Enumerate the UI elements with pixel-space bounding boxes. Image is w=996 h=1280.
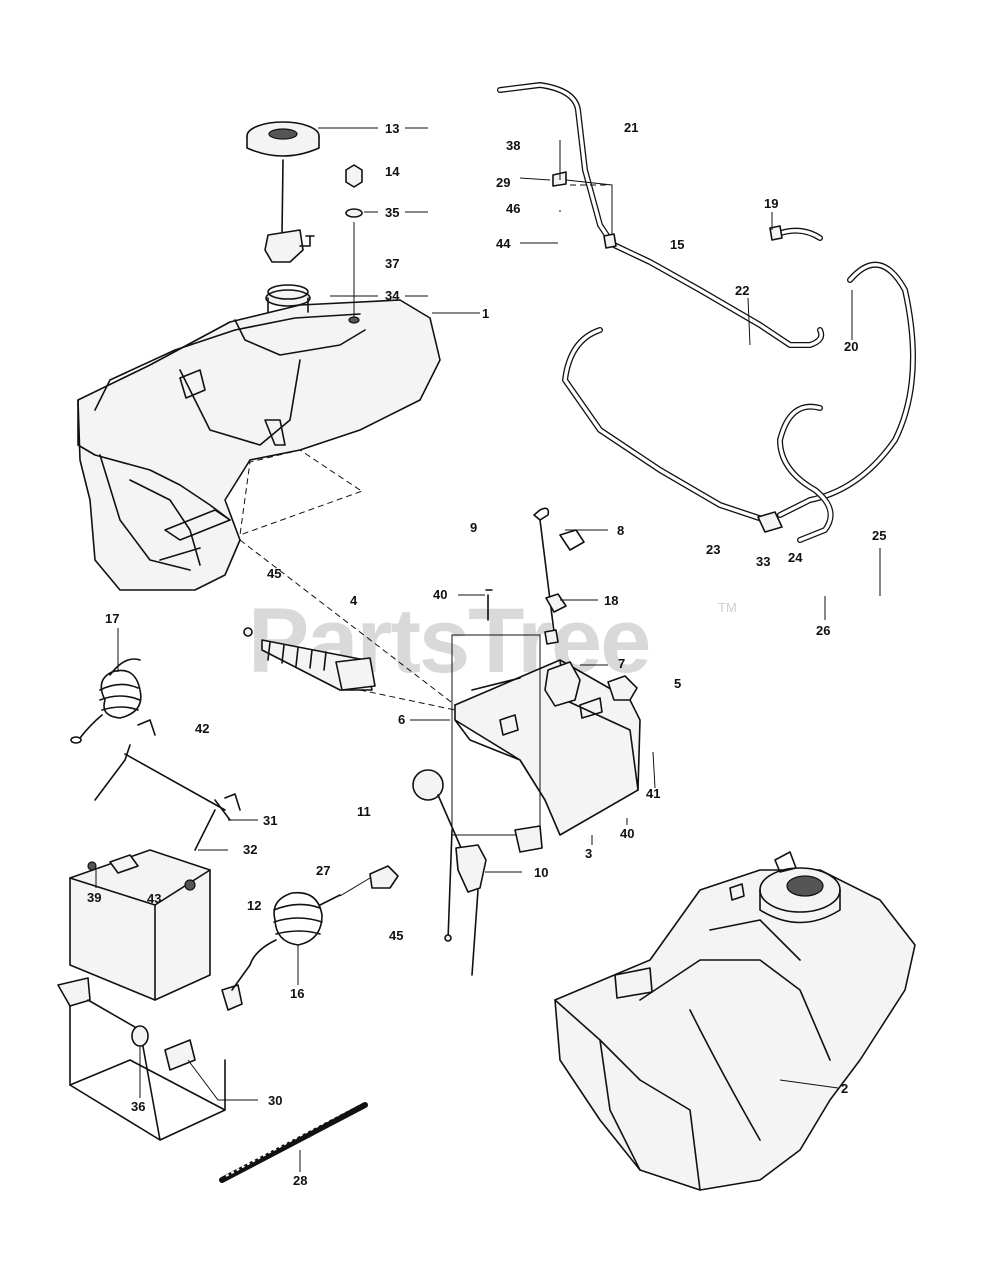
callout-38: 38: [506, 138, 520, 153]
part-battery: [69, 849, 211, 1001]
callout-18: 18: [604, 593, 618, 608]
callout-44: 44: [496, 236, 511, 251]
callout-30: 30: [268, 1093, 282, 1108]
watermark-trademark: TM: [718, 600, 737, 615]
callout-41: 41: [646, 786, 660, 801]
callout-40b: 40: [620, 826, 634, 841]
callout-5: 5: [674, 676, 681, 691]
part-fuel-tank-upper: [77, 284, 441, 591]
callout-28: 28: [293, 1173, 307, 1188]
callout-3: 3: [585, 846, 592, 861]
callout-36: 36: [131, 1099, 145, 1114]
callout-29: 29: [496, 175, 510, 190]
callout-45b: 45: [389, 928, 403, 943]
callout-11: 11: [357, 804, 371, 819]
part-throttle-lever: [412, 769, 487, 976]
part-fuel-tank-lower: [554, 851, 916, 1191]
callout-39: 39: [87, 890, 101, 905]
callout-37: 37: [385, 256, 399, 271]
part-hoses: [497, 82, 916, 543]
part-nut-washer: [345, 164, 363, 324]
callout-4: 4: [350, 593, 358, 608]
callout-46: 46: [506, 201, 520, 216]
callout-8: 8: [617, 523, 624, 538]
callout-16: 16: [290, 986, 304, 1001]
callout-19: 19: [764, 196, 778, 211]
callout-34: 34: [385, 288, 400, 303]
callout-2: 2: [841, 1081, 848, 1096]
part-battery-rod: [94, 719, 241, 851]
callout-13: 13: [385, 121, 399, 136]
callout-15: 15: [670, 237, 684, 252]
part-coil-16: [221, 891, 341, 1011]
callout-14: 14: [385, 164, 400, 179]
callout-1: 1: [482, 306, 489, 321]
part-control-bracket: [451, 507, 641, 853]
callout-21: 21: [624, 120, 638, 135]
part-battery-tray: [57, 977, 226, 1141]
callout-26: 26: [816, 623, 830, 638]
callout-12: 12: [247, 898, 261, 913]
leader-lines: [95, 127, 881, 1172]
callout-24: 24: [788, 550, 803, 565]
callout-25: 25: [872, 528, 886, 543]
callout-35: 35: [385, 205, 399, 220]
callout-10: 10: [534, 865, 548, 880]
part-fuel-cap: [246, 121, 320, 263]
callout-7: 7: [618, 656, 625, 671]
callout-40a: 40: [433, 587, 447, 602]
callout-42: 42: [195, 721, 209, 736]
part-coil-17: [70, 658, 142, 744]
callout-22: 22: [735, 283, 749, 298]
callout-23: 23: [706, 542, 720, 557]
callout-43: 43: [147, 891, 161, 906]
part-strap: [219, 1101, 368, 1183]
part-throttle-cable: [239, 539, 456, 711]
callout-17: 17: [105, 611, 119, 626]
callout-32: 32: [243, 842, 257, 857]
callout-31: 31: [263, 813, 277, 828]
callout-6: 6: [398, 712, 405, 727]
callout-numbers: 1 2 3 4 5 6 7 8 9 10 11 12 13 14 15 16 1…: [87, 120, 886, 1188]
callout-33: 33: [756, 554, 770, 569]
callout-20: 20: [844, 339, 858, 354]
callout-9: 9: [470, 520, 477, 535]
callout-45a: 45: [267, 566, 281, 581]
callout-27: 27: [316, 863, 330, 878]
part-plug-27: [339, 865, 399, 897]
